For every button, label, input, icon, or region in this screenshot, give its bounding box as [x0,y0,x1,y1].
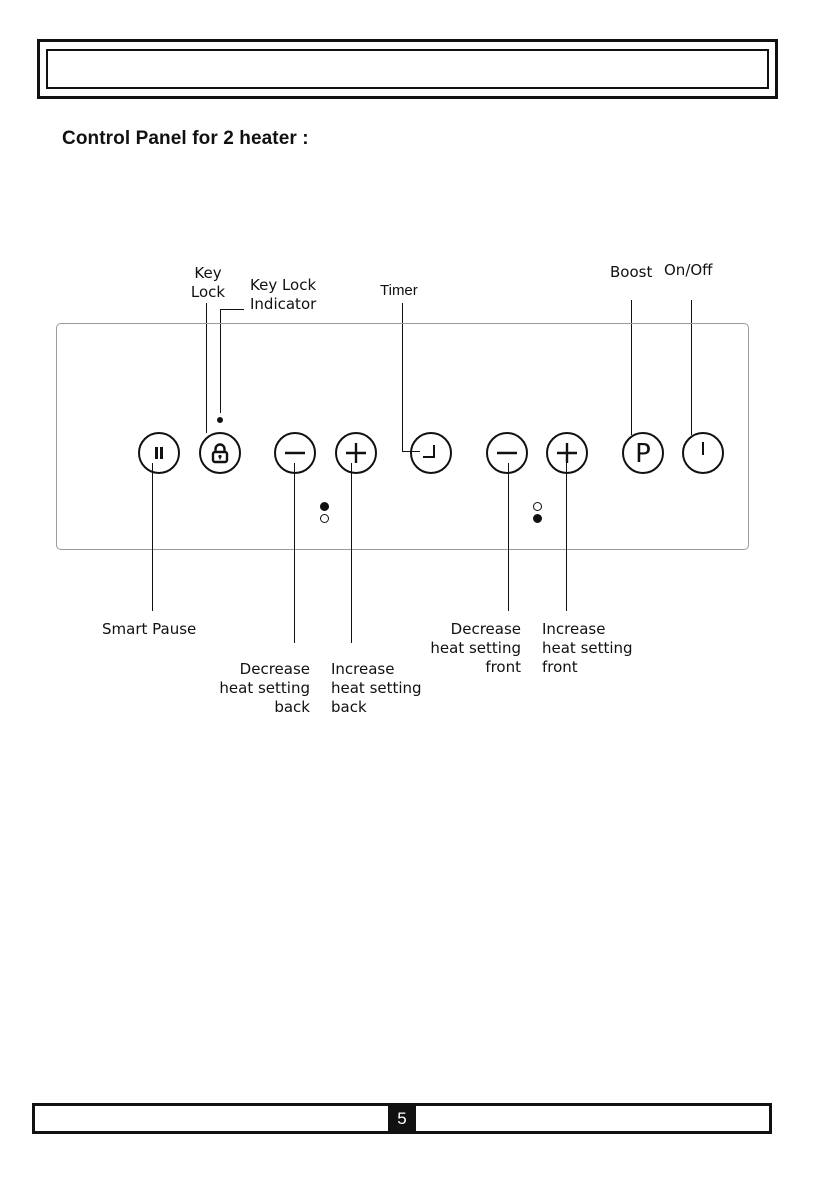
increase-back-button[interactable] [335,432,377,474]
increase-front-button[interactable] [546,432,588,474]
plus-icon [343,440,369,466]
clock-icon [418,440,444,466]
power-icon [690,440,716,466]
label-decrease-front: Decrease heat setting front [411,620,521,677]
key-lock-indicator-dot [217,417,223,423]
label-timer: Timer [380,281,418,300]
minus-icon [282,440,308,466]
leader-increase-front [566,463,567,611]
label-key-lock-indicator: Key Lock Indicator [250,276,316,314]
timer-button[interactable] [410,432,452,474]
leader-decrease-back [294,463,295,643]
boost-letter: P [635,441,651,467]
key-lock-button[interactable] [199,432,241,474]
smart-pause-button[interactable] [138,432,180,474]
leader-increase-back [351,463,352,643]
pause-icon [149,443,169,463]
front-zone-indicator-top [533,502,542,511]
label-boost: Boost [610,263,652,282]
leader-decrease-front [508,463,509,611]
on-off-button[interactable] [682,432,724,474]
label-increase-front: Increase heat setting front [542,620,633,677]
header-frame [37,39,778,99]
label-increase-back: Increase heat setting back [331,660,422,717]
leader-key-lock-indicator-h [220,309,244,310]
page-number: 5 [388,1103,416,1134]
label-decrease-back: Decrease heat setting back [200,660,310,717]
lock-icon [208,441,232,465]
section-title: Control Panel for 2 heater : [62,128,309,150]
boost-button[interactable]: P [622,432,664,474]
header-inner-frame [46,49,769,89]
front-zone-indicator-bottom [533,514,542,523]
decrease-back-button[interactable] [274,432,316,474]
decrease-front-button[interactable] [486,432,528,474]
label-key-lock: Key Lock [186,264,230,302]
back-zone-indicator-bottom [320,514,329,523]
label-smart-pause: Smart Pause [102,620,196,639]
back-zone-indicator-top [320,502,329,511]
plus-icon [554,440,580,466]
label-on-off: On/Off [664,261,713,280]
minus-icon [494,440,520,466]
leader-smart-pause [152,463,153,611]
